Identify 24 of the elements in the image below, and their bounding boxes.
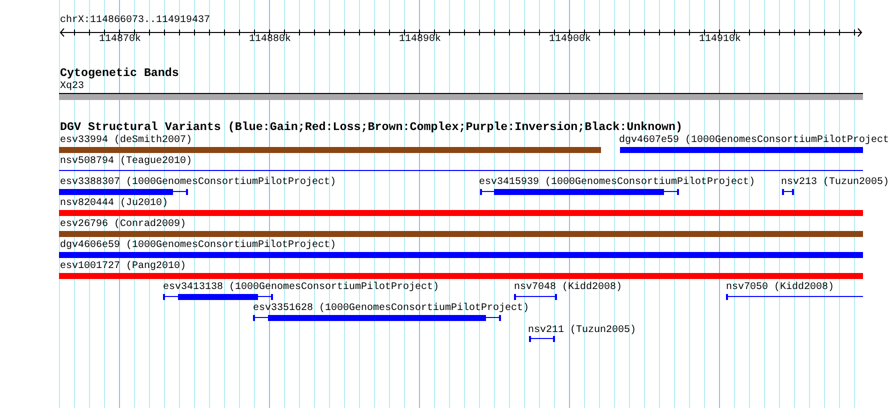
variant-label: nsv7048 (Kidd2008) <box>514 282 622 293</box>
variant-label: dgv4607e59 (1000GenomesConsortiumPilotProject <box>619 135 890 146</box>
variant-label: esv33994 (deSmith2007) <box>60 135 192 146</box>
coordinate-range-label: chrX:114866073..114919437 <box>60 15 210 26</box>
tick-label: 114890k <box>399 34 442 45</box>
variant-label: esv3415939 (1000GenomesConsortiumPilotProject) <box>479 177 756 188</box>
tick-label: 114880k <box>249 34 292 45</box>
variant-label: nsv213 (Tuzun2005) <box>781 177 890 188</box>
variant-label: esv1001727 (Pang2010) <box>60 261 186 272</box>
variant-label: nsv508794 (Teague2010) <box>60 156 192 167</box>
variant-label: nsv211 (Tuzun2005) <box>528 325 636 336</box>
cytoband-label: Xq23 <box>60 81 84 92</box>
variant-label: esv3413138 (1000GenomesConsortiumPilotProject) <box>163 282 440 293</box>
tick-label: 114870k <box>99 34 142 45</box>
variant-label: esv26796 (Conrad2009) <box>60 219 186 230</box>
variant-label: esv3388307 (1000GenomesConsortiumPilotProject) <box>60 177 336 188</box>
tick-label: 114910k <box>699 34 742 45</box>
variant-label: dgv4606e59 (1000GenomesConsortiumPilotProject) <box>60 240 336 251</box>
track-title: DGV Structural Variants (Blue:Gain;Red:Loss;Brown:Complex;Purple:Inversion;Black:Unknown) <box>60 121 683 134</box>
variant-label: nsv820444 (Ju2010) <box>60 198 168 209</box>
variant-label: nsv7050 (Kidd2008) <box>726 282 834 293</box>
track-title: Cytogenetic Bands <box>60 67 179 80</box>
tick-label: 114900k <box>549 34 592 45</box>
variant-label: esv3351628 (1000GenomesConsortiumPilotProject) <box>253 303 530 314</box>
